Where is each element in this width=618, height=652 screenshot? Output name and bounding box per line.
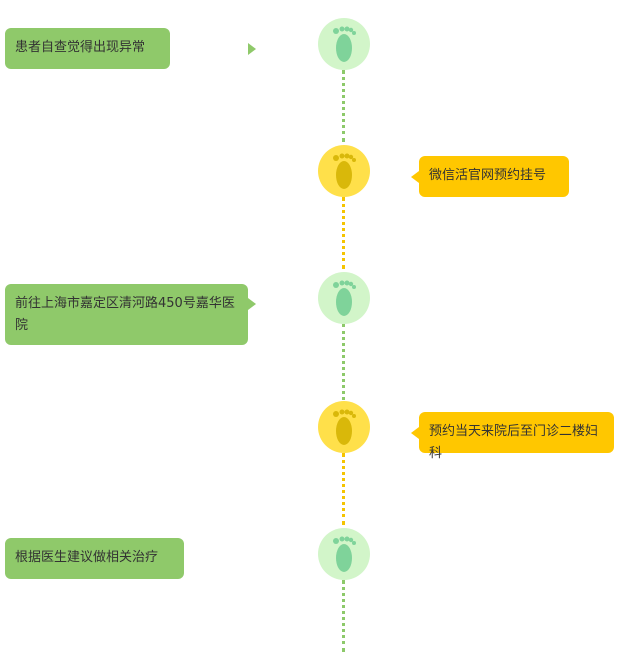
step-pointer-3 [248, 298, 256, 310]
step-pointer-4 [411, 427, 419, 439]
step-pointer-2 [411, 171, 419, 183]
timeline-node-2 [318, 145, 370, 197]
step-card-3: 前往上海市嘉定区清河路450号嘉华医院 [5, 284, 248, 345]
timeline-connector-3 [342, 324, 345, 400]
footprint-icon [333, 153, 356, 189]
timeline-connector-2 [342, 197, 345, 269]
step-card-4: 预约当天来院后至门诊二楼妇科 [419, 412, 614, 461]
step-text-5: 根据医生建议做相关治疗 [15, 550, 159, 565]
footprint-icon [333, 26, 356, 62]
timeline-node-5 [318, 528, 370, 580]
step-card-1: 患者自查觉得出现异常 [5, 28, 170, 69]
step-card-2: 微信活官网预约挂号 [419, 156, 569, 197]
timeline-connector-4 [342, 453, 345, 525]
footprint-icon [333, 536, 356, 572]
timeline-connector-5 [342, 580, 345, 652]
timeline-node-3 [318, 272, 370, 324]
step-text-3: 前往上海市嘉定区清河路450号嘉华医院 [15, 296, 235, 333]
step-card-5: 根据医生建议做相关治疗 [5, 538, 184, 579]
step-text-4: 预约当天来院后至门诊二楼妇科 [429, 424, 599, 461]
step-text-2: 微信活官网预约挂号 [429, 168, 547, 183]
footprint-icon [333, 409, 356, 445]
timeline-connector-1 [342, 70, 345, 142]
footprint-icon [333, 280, 356, 316]
step-text-1: 患者自查觉得出现异常 [15, 40, 146, 55]
timeline-node-1 [318, 18, 370, 70]
step-pointer-1 [248, 43, 256, 55]
timeline-node-4 [318, 401, 370, 453]
